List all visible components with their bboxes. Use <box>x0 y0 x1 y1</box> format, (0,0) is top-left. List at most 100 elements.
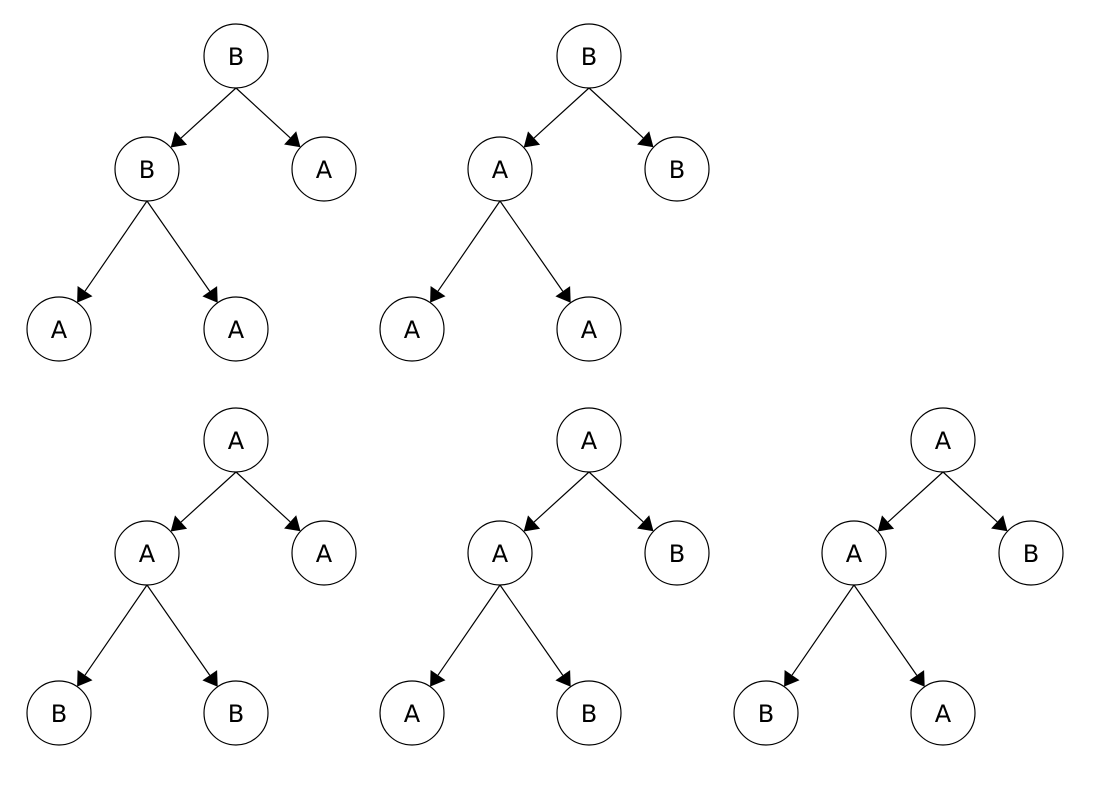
node-label: A <box>581 316 598 344</box>
node-label: A <box>316 156 333 184</box>
arrowhead-icon <box>637 131 654 148</box>
node-right: B <box>644 136 710 202</box>
node-label: B <box>669 540 685 568</box>
node-circle <box>379 296 445 362</box>
node-label: B <box>51 700 67 728</box>
node-label: A <box>935 427 952 455</box>
node-circle <box>114 520 180 586</box>
arrowhead-icon <box>991 515 1008 532</box>
node-label: B <box>1023 540 1039 568</box>
node-label: A <box>404 316 421 344</box>
node-left-left: A <box>379 296 445 362</box>
edge-root-to-left <box>887 471 944 523</box>
tree-1: B B A A A <box>26 23 357 362</box>
node-circle <box>26 680 92 746</box>
node-circle <box>203 407 269 473</box>
node-root: A <box>556 407 622 473</box>
node-circle <box>998 520 1064 586</box>
node-label: A <box>228 427 245 455</box>
node-right: B <box>998 520 1064 586</box>
node-circle <box>291 520 357 586</box>
node-right: A <box>291 520 357 586</box>
edge-root-to-left <box>533 87 590 139</box>
edge-left-to-left-left <box>84 200 148 292</box>
node-label: B <box>228 43 244 71</box>
arrowhead-icon <box>170 515 188 532</box>
edge-left-to-left-right <box>146 200 211 292</box>
node-circle <box>114 136 180 202</box>
node-label: B <box>581 700 597 728</box>
arrowhead-icon <box>202 670 218 687</box>
node-label: A <box>935 700 952 728</box>
node-label: A <box>316 540 333 568</box>
node-left-right: A <box>910 680 976 746</box>
node-left-left: B <box>733 680 799 746</box>
node-circle <box>556 296 622 362</box>
node-root: A <box>910 407 976 473</box>
node-label: A <box>404 700 421 728</box>
node-circle <box>733 680 799 746</box>
node-circle <box>467 520 533 586</box>
node-left-left: A <box>26 296 92 362</box>
node-label: B <box>581 43 597 71</box>
node-label: A <box>228 316 245 344</box>
node-label: A <box>581 427 598 455</box>
node-left: A <box>114 520 180 586</box>
node-circle <box>556 680 622 746</box>
node-label: A <box>846 540 863 568</box>
node-root: B <box>556 23 622 89</box>
arrowhead-icon <box>284 131 301 148</box>
edge-left-to-left-left <box>791 584 855 676</box>
arrowhead-icon <box>555 286 571 303</box>
edge-root-to-left <box>180 87 237 139</box>
edge-root-to-right <box>588 87 644 139</box>
arrowhead-icon <box>202 286 218 303</box>
arrowhead-icon <box>637 515 654 532</box>
node-label: B <box>139 156 155 184</box>
edge-root-to-left <box>533 471 590 523</box>
arrowhead-icon <box>555 670 571 687</box>
node-left-right: A <box>203 296 269 362</box>
edge-left-to-left-right <box>499 200 564 292</box>
node-circle <box>203 296 269 362</box>
node-label: A <box>139 540 156 568</box>
edge-left-to-left-left <box>437 200 501 292</box>
node-left: A <box>467 520 533 586</box>
arrowhead-icon <box>784 670 800 687</box>
node-right: B <box>644 520 710 586</box>
node-left: B <box>114 136 180 202</box>
tree-4: A A B A B <box>379 407 710 746</box>
arrowhead-icon <box>284 515 301 532</box>
node-circle <box>467 136 533 202</box>
tree-2: B A B A A <box>379 23 710 362</box>
tree-5: A A B B A <box>733 407 1064 746</box>
node-label: B <box>669 156 685 184</box>
node-root: A <box>203 407 269 473</box>
node-circle <box>291 136 357 202</box>
node-left-right: A <box>556 296 622 362</box>
edge-left-to-left-left <box>437 584 501 676</box>
arrowhead-icon <box>909 670 925 687</box>
node-circle <box>203 680 269 746</box>
node-left: A <box>467 136 533 202</box>
arrowhead-icon <box>77 286 93 303</box>
node-left-left: A <box>379 680 445 746</box>
node-label: A <box>492 156 509 184</box>
node-circle <box>644 520 710 586</box>
arrowhead-icon <box>523 131 541 148</box>
edge-left-to-left-right <box>146 584 211 676</box>
node-circle <box>910 407 976 473</box>
node-label: A <box>51 316 68 344</box>
edge-root-to-right <box>588 471 644 523</box>
node-circle <box>203 23 269 89</box>
edge-left-to-left-right <box>853 584 918 676</box>
node-circle <box>556 407 622 473</box>
node-circle <box>910 680 976 746</box>
edge-root-to-right <box>235 471 291 523</box>
node-circle <box>821 520 887 586</box>
arrowhead-icon <box>523 515 541 532</box>
edge-left-to-left-right <box>499 584 564 676</box>
edge-left-to-left-left <box>84 584 148 676</box>
